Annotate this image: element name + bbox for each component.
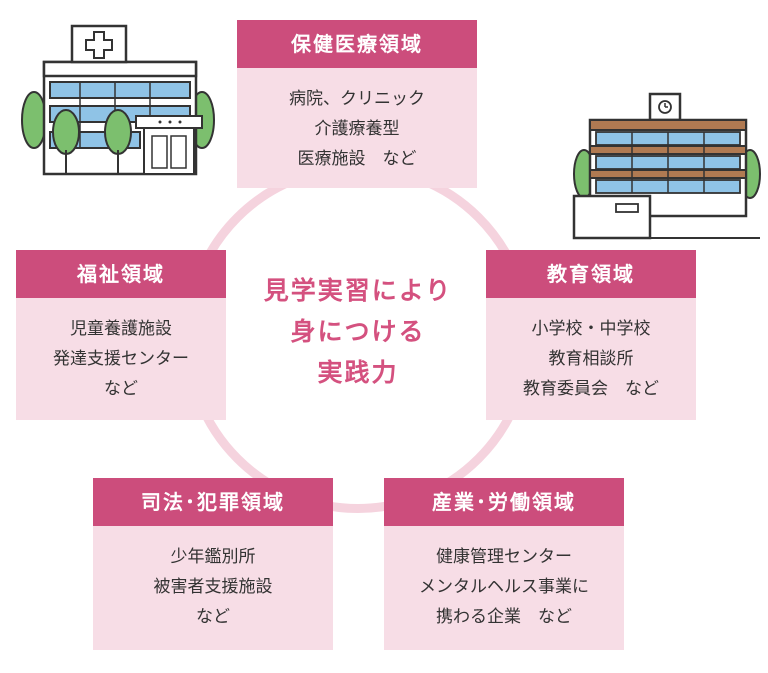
- industry-domain-item: 携わる企業 など: [436, 607, 572, 627]
- industry-domain-item: 健康管理センター: [436, 547, 572, 567]
- center-line: 見学実習により: [263, 276, 453, 305]
- industry-domain-box: 産業･労働領域 健康管理センター メンタルヘルス事業に 携わる企業 など: [384, 478, 624, 650]
- hospital-icon: [21, 24, 215, 176]
- education-domain-box: 教育領域 小学校・中学校 教育相談所 教育委員会 など: [486, 250, 696, 420]
- health-domain-title: 保健医療領域: [237, 20, 477, 68]
- welfare-domain-item: など: [104, 379, 138, 399]
- health-domain-item: 介護療養型: [314, 119, 400, 139]
- education-domain-title: 教育領域: [486, 250, 696, 298]
- education-domain-item: 教育委員会 など: [523, 379, 659, 399]
- welfare-domain-item: 児童養護施設: [70, 319, 172, 339]
- welfare-domain-box: 福祉領域 児童養護施設 発達支援センター など: [16, 250, 226, 420]
- health-domain-item: 医療施設 など: [297, 149, 417, 169]
- school-icon: [572, 92, 761, 240]
- justice-domain-item: 被害者支援施設: [153, 577, 273, 597]
- justice-domain-item: など: [196, 607, 230, 627]
- industry-domain-title: 産業･労働領域: [384, 478, 624, 526]
- welfare-domain-title: 福祉領域: [16, 250, 226, 298]
- center-line: 身につける: [290, 317, 426, 346]
- industry-domain-item: メンタルヘルス事業に: [419, 577, 589, 597]
- justice-domain-box: 司法･犯罪領域 少年鑑別所 被害者支援施設 など: [93, 478, 333, 650]
- health-domain-box: 保健医療領域 病院、クリニック 介護療養型 医療施設 など: [237, 20, 477, 188]
- justice-domain-item: 少年鑑別所: [170, 547, 256, 567]
- health-domain-item: 病院、クリニック: [289, 89, 425, 109]
- center-line: 実践力: [317, 358, 399, 387]
- welfare-domain-item: 発達支援センター: [53, 349, 189, 369]
- education-domain-item: 教育相談所: [548, 349, 634, 369]
- center-caption: 見学実習により 身につける 実践力: [228, 270, 488, 393]
- education-domain-item: 小学校・中学校: [531, 319, 651, 339]
- justice-domain-title: 司法･犯罪領域: [93, 478, 333, 526]
